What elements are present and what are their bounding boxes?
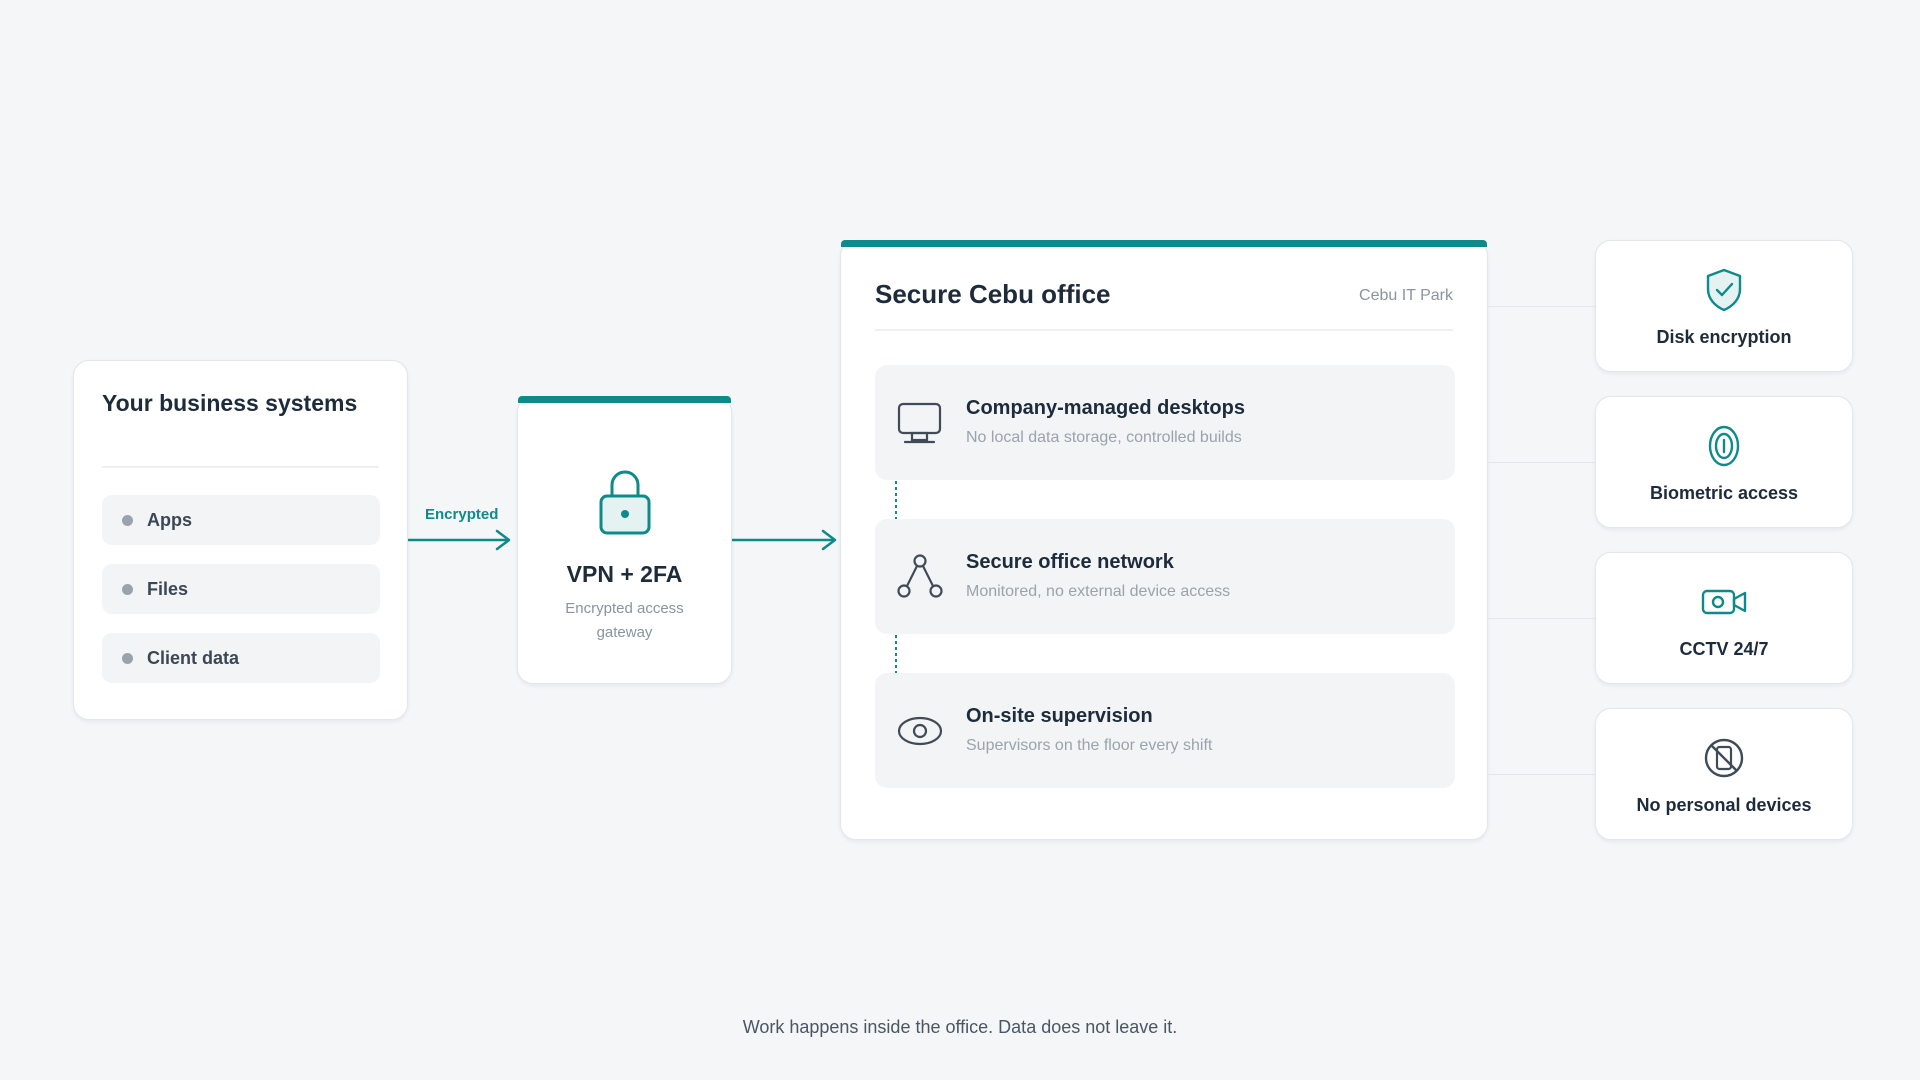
divider (875, 329, 1453, 331)
arrow-right-icon (732, 529, 837, 551)
no-phone-icon (1704, 738, 1744, 778)
footer-caption: Work happens inside the office. Data doe… (742, 1017, 1178, 1037)
system-item-label: Client data (147, 648, 240, 668)
feature-title: On-site supervision (966, 705, 1153, 727)
control-cctv: CCTV 24/7 (1595, 552, 1853, 684)
fingerprint-icon (1708, 425, 1740, 467)
feature-desktops: Company-managed desktops No local data s… (875, 365, 1455, 480)
encrypted-label: Encrypted (425, 506, 499, 523)
control-label: Biometric access (1649, 483, 1799, 503)
desktop-icon (897, 402, 942, 444)
business-systems-title: Your business systems (102, 390, 358, 416)
bullet-icon (122, 584, 133, 595)
video-camera-icon (1701, 589, 1747, 615)
secure-office-card: Secure Cebu office Cebu IT Park Company-… (840, 240, 1488, 840)
feature-network: Secure office network Monitored, no exte… (875, 519, 1455, 634)
eye-icon (897, 716, 943, 746)
control-label: Disk encryption (1656, 327, 1792, 347)
feature-description: Monitored, no external device access (966, 583, 1231, 600)
system-item-client-data: Client data (102, 633, 380, 683)
connector-line (1488, 306, 1595, 307)
control-biometric-access: Biometric access (1595, 396, 1853, 528)
vpn-description: Encrypted access gateway (565, 600, 684, 641)
feature-supervision: On-site supervision Supervisors on the f… (875, 673, 1455, 788)
control-label: CCTV 24/7 (1679, 639, 1769, 659)
feature-title: Secure office network (966, 551, 1174, 573)
control-disk-encryption: Disk encryption (1595, 240, 1853, 372)
business-systems-card: Your business systems Apps Files Client … (73, 360, 408, 720)
office-title: Secure Cebu office (875, 279, 1111, 309)
dotted-connector (895, 635, 897, 673)
arrow-right-icon (408, 529, 511, 551)
feature-description: No local data storage, controlled builds (966, 429, 1242, 446)
divider (102, 466, 379, 468)
system-item-label: Apps (147, 510, 192, 530)
accent-bar (841, 240, 1487, 247)
feature-description: Supervisors on the floor every shift (966, 737, 1213, 754)
bullet-icon (122, 653, 133, 664)
system-item-apps: Apps (102, 495, 380, 545)
shield-check-icon (1706, 268, 1742, 312)
bullet-icon (122, 515, 133, 526)
lock-icon (599, 470, 651, 535)
vpn-gateway-card: VPN + 2FA Encrypted access gateway (517, 396, 732, 684)
connector-line (1488, 774, 1595, 775)
control-no-personal-devices: No personal devices (1595, 708, 1853, 840)
dotted-connector (895, 481, 897, 519)
office-location: Cebu IT Park (1359, 287, 1453, 304)
feature-title: Company-managed desktops (966, 397, 1245, 419)
network-icon (897, 554, 943, 598)
system-item-files: Files (102, 564, 380, 614)
vpn-title: VPN + 2FA (566, 561, 683, 587)
accent-bar (518, 396, 731, 403)
connector-line (1488, 618, 1595, 619)
control-label: No personal devices (1636, 795, 1812, 815)
system-item-label: Files (147, 579, 189, 599)
connector-line (1488, 462, 1595, 463)
